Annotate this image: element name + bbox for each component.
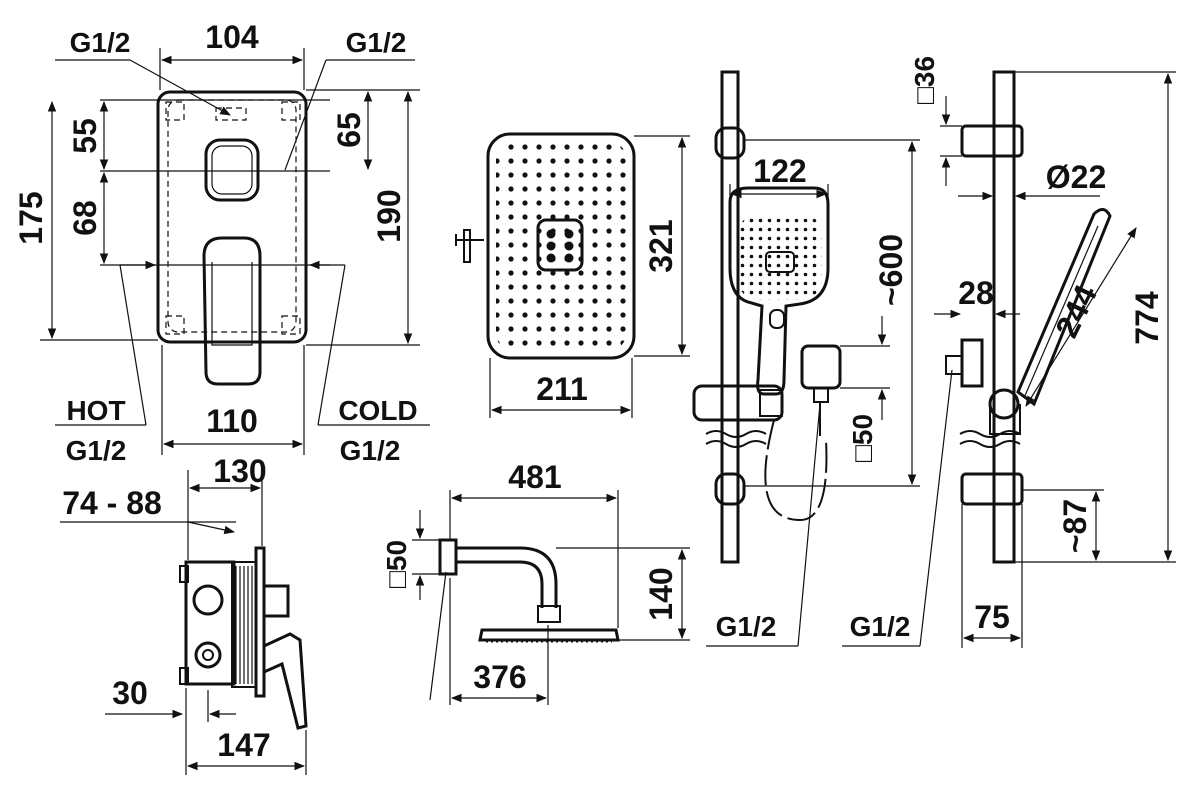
rail-total-label: 774 (1129, 291, 1165, 345)
valve-front-view: 104 G1/2 G1/2 175 55 68 190 65 110 HOT G… (13, 19, 430, 466)
rail-length-label: ~600 (873, 234, 909, 306)
valve-hidden-body (167, 99, 297, 333)
cold-thread-label: G1/2 (340, 435, 401, 466)
handshower-length-label: 244 (1048, 279, 1104, 343)
side-thread-label: G1/2 (850, 611, 911, 642)
valve-left-dim-outer: 175 (13, 191, 49, 244)
concealed-box-side-view: 130 74 - 88 30 147 (60, 453, 308, 775)
box-depth-range-label: 74 - 88 (62, 485, 162, 521)
overhead-width-label: 211 (536, 371, 588, 407)
valve-left-dim-lower: 68 (67, 200, 103, 236)
arm-wall-flange (438, 538, 458, 576)
side-bottom-bracket (960, 472, 1024, 506)
arm-length-label: 481 (508, 459, 561, 495)
overhead-nozzles (496, 142, 626, 350)
arm-head-width-label: 376 (473, 659, 526, 695)
rail-bar (720, 70, 740, 564)
side-depth-label: 75 (974, 599, 1010, 635)
arm-drop-label: 140 (643, 567, 679, 620)
valve-top-width-label: 104 (205, 19, 259, 55)
valve-plate-outline (156, 90, 308, 344)
outlet-square-label: □50 (847, 414, 878, 462)
slide-rail-front-view: 122 ~600 □50 G1/2 (692, 70, 920, 647)
valve-top-left-thread: G1/2 (70, 27, 131, 58)
box-body (184, 560, 236, 686)
side-outlet (960, 338, 984, 388)
rail-top-bracket (714, 126, 746, 160)
box-top-width-label: 130 (213, 453, 266, 489)
box-lever-profile (262, 632, 308, 730)
valve-right-dim-upper: 65 (331, 112, 367, 148)
box-offset-label: 30 (112, 675, 148, 711)
lower-approx-label: ~87 (1057, 499, 1093, 553)
valve-top-right-thread: G1/2 (346, 27, 407, 58)
valve-left-dim-upper: 55 (67, 118, 103, 154)
side-top-bracket (960, 124, 1024, 158)
overhead-shower-top-view: 321 211 (455, 132, 690, 418)
handshower-head (728, 186, 830, 396)
bracket-square-label: □36 (909, 56, 940, 104)
arm-square-label: □50 (381, 540, 412, 588)
cold-label: COLD (338, 395, 417, 426)
rail-bottom-bracket (714, 472, 746, 506)
handshower-width-label: 122 (753, 153, 806, 189)
valve-right-dim-outer: 190 (371, 189, 407, 242)
wall-outlet (800, 344, 842, 390)
hot-label: HOT (66, 395, 125, 426)
overhead-center-pad (536, 218, 584, 272)
box-wall-plate (254, 546, 266, 698)
hot-thread-label: G1/2 (66, 435, 127, 466)
arm-head-profile (478, 628, 620, 642)
box-bottom-width-label: 147 (217, 727, 270, 763)
diverter-knob (204, 138, 260, 202)
outlet-offset-label: 28 (958, 275, 994, 311)
shower-arm-side-view: 481 □50 140 376 (381, 459, 690, 705)
slide-rail-side-view: □36 Ø22 28 244 774 ~87 75 G1/2 (842, 56, 1176, 648)
valve-bottom-width-label: 110 (206, 403, 258, 439)
outlet-thread-label: G1/2 (716, 611, 777, 642)
overhead-height-label: 321 (643, 219, 679, 272)
mixer-lever (202, 236, 262, 386)
rail-diameter-label: Ø22 (1046, 159, 1106, 195)
side-handshower (1016, 208, 1112, 407)
arm-pipe (456, 546, 558, 608)
side-rail-bar (992, 70, 1016, 564)
overhead-plate-outline (486, 132, 636, 360)
